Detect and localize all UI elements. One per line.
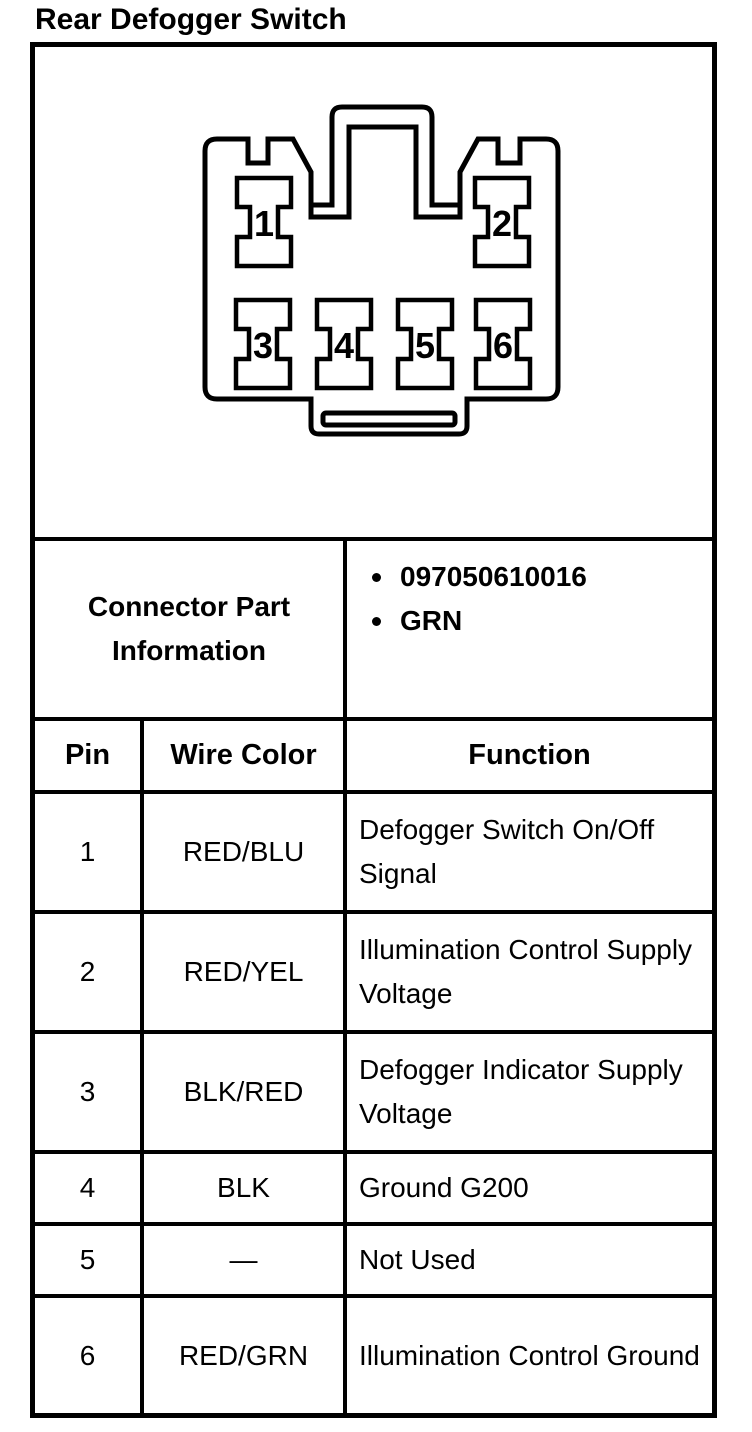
pin-cavity-6: 6: [473, 297, 533, 391]
function-cell: Illumination Control Ground: [343, 1298, 712, 1413]
function-cell: Defogger Indicator Supply Voltage: [343, 1034, 712, 1150]
pin-number-5: 5: [415, 325, 435, 366]
pin-number-6: 6: [493, 325, 513, 366]
pin-value: 5: [79, 1244, 96, 1275]
function-value: Not Used: [359, 1244, 476, 1275]
pin-number-4: 4: [334, 325, 354, 366]
wire-color-value: RED/YEL: [140, 914, 343, 1030]
table-row: 6 RED/GRN Illumination Control Ground: [35, 1294, 712, 1413]
function-value: Defogger Switch On/Off Signal: [359, 814, 655, 889]
connector-part-info-values: 097050610016 GRN: [343, 541, 712, 717]
pin-value: 6: [79, 1339, 96, 1371]
connector-diagram-cell: 1 2 3 4 5: [35, 47, 712, 537]
part-number-value: 097050610016: [400, 561, 587, 592]
table-row: 1 RED/BLU Defogger Switch On/Off Signal: [35, 790, 712, 910]
connector-diagram: 1 2 3 4 5: [202, 104, 561, 437]
connector-part-info-row: Connector Part Information 097050610016 …: [35, 537, 712, 717]
connector-info-table: 1 2 3 4 5: [30, 42, 717, 1418]
wire-color-value: RED/BLU: [140, 794, 343, 910]
pin-number-3: 3: [253, 325, 273, 366]
function-value: Illumination Control Supply Voltage: [359, 934, 693, 1009]
connector-color-item: GRN: [372, 599, 712, 643]
part-number-item: 097050610016: [372, 555, 712, 599]
wire-color-value: —: [140, 1226, 343, 1294]
pin-value: 2: [79, 956, 96, 987]
connector-part-info-label-line2: Information: [112, 635, 266, 666]
connector-part-info-label-line1: Connector Part: [87, 591, 291, 622]
header-function: Function: [343, 721, 712, 790]
function-cell: Illumination Control Supply Voltage: [343, 914, 712, 1030]
connector-latch-inner-outline: [308, 124, 463, 220]
pin-cavity-4: 4: [314, 297, 374, 391]
pin-cavity-3: 3: [233, 297, 293, 391]
table-header-row: Pin Wire Color Function: [35, 717, 712, 790]
pin-cavity-2: 2: [472, 175, 532, 269]
connector-housing-outline: [202, 104, 561, 437]
function-value: Defogger Indicator Supply Voltage: [359, 1054, 683, 1129]
table-row: 5 — Not Used: [35, 1222, 712, 1294]
connector-part-info-label: Connector Part Information: [35, 541, 343, 717]
pin-value: 4: [79, 1172, 96, 1203]
header-wire-color: Wire Color: [140, 721, 343, 790]
connector-color-value: GRN: [400, 605, 463, 636]
pin-value: 3: [79, 1076, 96, 1107]
function-cell: Not Used: [343, 1226, 712, 1294]
function-value: Ground G200: [359, 1172, 529, 1203]
pin-cavity-1: 1: [234, 175, 294, 269]
pin-number-2: 2: [492, 203, 512, 244]
function-cell: Ground G200: [343, 1154, 712, 1222]
wire-color-value: BLK/RED: [140, 1034, 343, 1150]
table-row: 4 BLK Ground G200: [35, 1150, 712, 1222]
connector-bottom-slot: [320, 410, 458, 428]
wire-color-value: BLK: [140, 1154, 343, 1222]
function-cell: Defogger Switch On/Off Signal: [343, 794, 712, 910]
function-value: Illumination Control Ground: [359, 1339, 700, 1371]
pin-number-1: 1: [254, 203, 274, 244]
pin-cavity-5: 5: [395, 297, 455, 391]
page-title: Rear Defogger Switch: [35, 3, 347, 36]
table-row: 3 BLK/RED Defogger Indicator Supply Volt…: [35, 1030, 712, 1150]
bullet-icon: [372, 573, 381, 582]
table-row: 2 RED/YEL Illumination Control Supply Vo…: [35, 910, 712, 1030]
bullet-icon: [372, 617, 381, 626]
header-pin: Pin: [64, 739, 111, 771]
wire-color-value: RED/GRN: [140, 1298, 343, 1413]
pin-value: 1: [79, 836, 96, 867]
